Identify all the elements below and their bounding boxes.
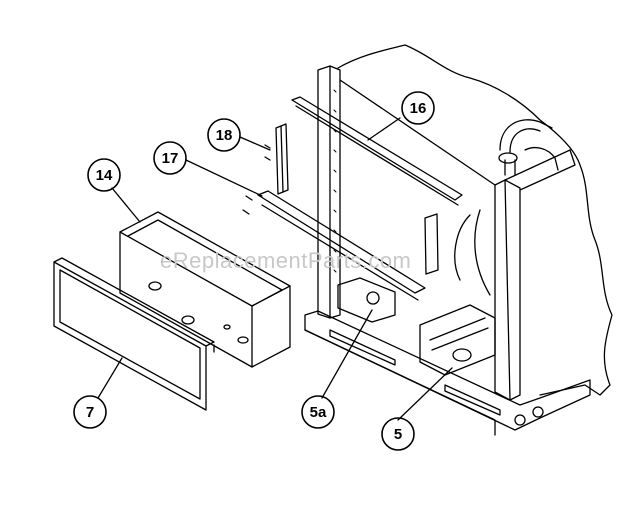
blower-housing [419,304,496,376]
post-hole-row [333,89,337,273]
base-front-face [304,329,496,436]
callout-16-circle [401,91,435,125]
part-18-bracket-edge [280,125,284,193]
pipe-assembly [499,119,553,176]
leader-7 [97,357,123,399]
part-14-hole-4 [223,324,231,330]
electrical-knockout [366,291,380,305]
leader-5 [397,367,453,421]
base-knockout-2 [532,406,544,418]
wiring [454,209,491,296]
callout-14-circle [87,158,121,192]
callout-7-label: 7 [86,404,94,421]
watermark-text: eReplacementParts.com [160,248,411,273]
side-bracket [424,213,439,275]
callout-18-label: 18 [216,127,233,144]
callout-5a-label: 5a [310,404,327,421]
leader-16 [367,117,401,141]
callout-7-circle [73,395,107,429]
part-14-box-right [251,285,291,368]
callout-18-circle [207,118,241,152]
leader-14 [111,187,141,223]
callout-17-circle [153,141,187,175]
callout-14-label: 14 [96,167,113,184]
base-slot-left [329,329,396,366]
cabinet-cutaway-outline [337,44,613,396]
part-7-panel [53,257,215,411]
part-14-hole-2 [181,315,195,325]
callout-16-label: 16 [410,100,427,117]
leader-18 [239,136,271,151]
part-17-rail-edge [261,204,419,301]
part-16-rail [291,96,463,201]
bracket-screws [264,144,271,161]
cabinet-base [304,310,591,431]
part-14-box-front [119,231,253,368]
part-14-hole-1 [148,281,162,291]
callout-5-label: 5 [394,426,402,443]
pipe-fitting [498,152,518,164]
leader-17 [185,159,263,197]
part-14-hole-3 [237,336,249,344]
callout-5-circle [381,417,415,451]
callout-17-label: 17 [162,150,179,167]
leader-5a [321,309,373,399]
right-post-edge [504,179,511,401]
pipe-elbow [524,147,559,171]
part-7-panel-inner [59,269,201,400]
callout-5a-circle [301,395,335,429]
blower-detail [429,317,489,351]
top-rail [339,79,496,186]
part-16-rail-edge [295,105,459,206]
base-slot-right [444,384,501,416]
left-post [317,65,341,319]
part-18-bracket [275,123,289,195]
part-17-rail [257,190,426,294]
rail-screws [242,195,253,215]
base-knockout-1 [514,414,526,426]
electrical-box [337,277,396,323]
blower-outlet [452,348,472,362]
part-14-box-inner [127,219,283,307]
rear-top-rail [504,149,576,191]
